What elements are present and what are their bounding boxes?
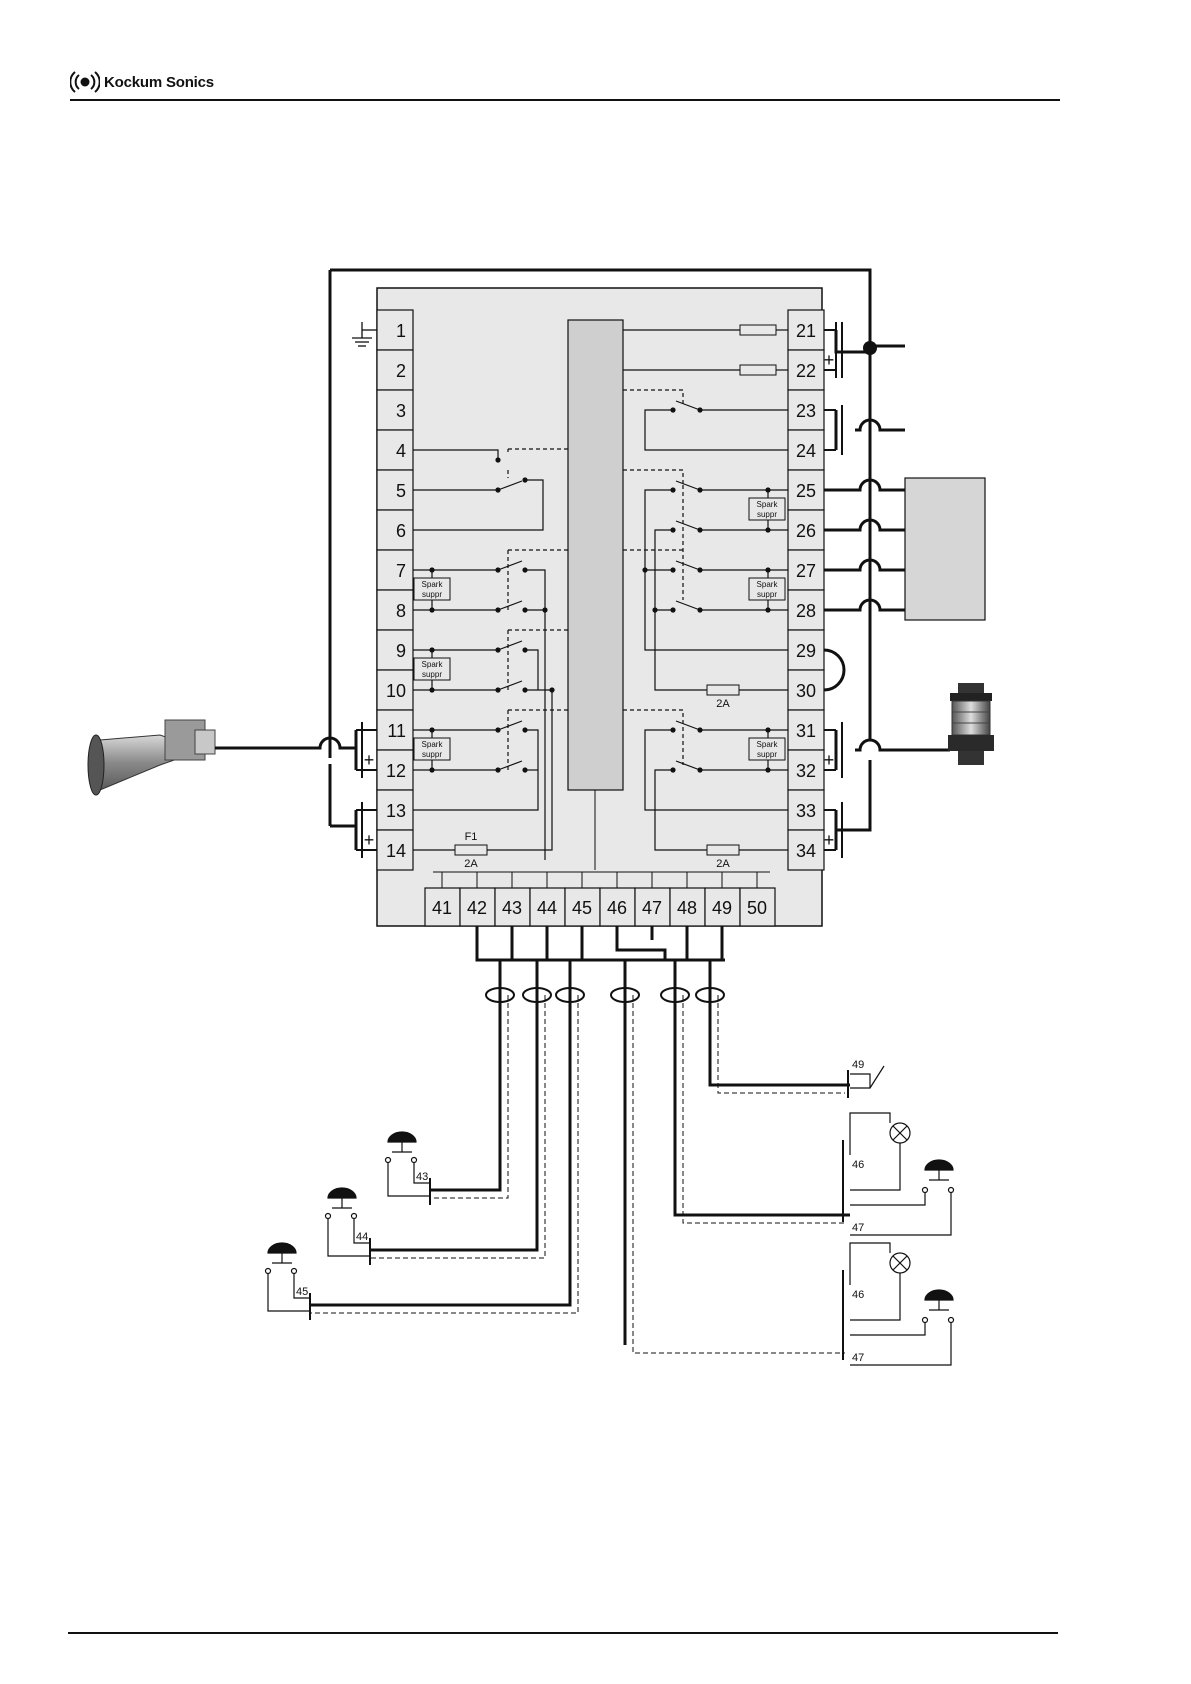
terminal-45: 45 [572,898,592,918]
svg-text:Spark: Spark [422,580,444,589]
svg-text:49: 49 [852,1059,864,1071]
external-device-box [905,478,985,620]
svg-text:Spark: Spark [757,740,779,749]
bottom-terminal-strip: 41 42 43 44 45 46 47 48 49 50 [425,888,775,926]
terminal-6: 6 [396,521,406,541]
svg-text:F1: F1 [465,831,478,843]
svg-text:suppr: suppr [757,750,777,759]
terminal-31: 31 [796,721,816,741]
terminal-34: 34 [796,841,816,861]
left-terminal-strip: 1 2 3 4 5 6 7 8 9 10 11 12 13 14 [377,310,413,870]
terminal-22: 22 [796,361,816,381]
push-button-44 [326,1188,371,1265]
plus-sign-34: + [824,830,835,850]
push-button-43 [386,1132,431,1205]
field-shields [310,995,845,1353]
plus-sign-14: + [364,830,375,850]
spark-suppressor-right-3: Spark suppr [749,738,785,760]
svg-text:2A: 2A [716,698,730,710]
right-connector-pins [824,322,842,858]
terminal-11: 11 [387,721,406,741]
push-button-44-label: 44 [356,1231,368,1243]
bottom-cable-bundle [477,926,725,960]
svg-text:suppr: suppr [422,750,442,759]
terminal-14: 14 [386,841,406,861]
plus-sign-12: + [364,750,375,770]
svg-text:Spark: Spark [757,580,779,589]
terminal-42: 42 [467,898,487,918]
terminal-25: 25 [796,481,816,501]
terminal-32: 32 [796,761,816,781]
right-terminal-strip: 21 22 23 24 25 26 27 28 29 30 31 32 33 3… [788,310,824,870]
lamp-station-a [843,1113,954,1235]
push-button-45-label: 45 [296,1286,308,1298]
terminal-50: 50 [747,898,767,918]
terminal-48: 48 [677,898,697,918]
terminal-41: 41 [432,898,452,918]
terminal-46: 46 [607,898,627,918]
terminal-27: 27 [796,561,816,581]
terminal-29: 29 [796,641,816,661]
svg-text:suppr: suppr [757,510,777,519]
lamp-station-a-46: 46 [852,1159,864,1171]
terminal-24: 24 [796,441,816,461]
push-button-45 [266,1243,311,1320]
fuse-22 [740,365,776,375]
terminal-33: 33 [796,801,816,821]
lamp-station-b-46: 46 [852,1289,864,1301]
fuse-21 [740,325,776,335]
terminal-49: 49 [712,898,732,918]
terminal-28: 28 [796,601,816,621]
beacon-lamp-icon [948,683,994,765]
svg-text:2A: 2A [464,858,478,870]
lamp-station-a-47: 47 [852,1222,864,1234]
lamp-station-b-47: 47 [852,1352,864,1364]
controller-module [568,320,623,790]
terminal-23: 23 [796,401,816,421]
terminal-26: 26 [796,521,816,541]
horn-icon [88,720,215,795]
terminal-43: 43 [502,898,522,918]
spark-suppressor-left-2: Spark suppr [414,658,450,680]
ground-icon [352,322,377,346]
terminal-47: 47 [642,898,662,918]
left-external-wiring [215,730,356,850]
terminal-3: 3 [396,401,406,421]
cable-glands [486,988,724,1002]
push-button-43-label: 43 [416,1171,428,1183]
spark-suppressor-left-1: Spark suppr [414,578,450,600]
lamp-station-b [843,1243,954,1365]
terminal-21: 21 [796,321,816,341]
terminal-44: 44 [537,898,557,918]
svg-text:suppr: suppr [757,590,777,599]
svg-text:Spark: Spark [422,740,444,749]
terminal-30: 30 [796,681,816,701]
terminal-7: 7 [396,561,406,581]
junction-dot [863,341,877,355]
plus-sign-32: + [824,750,835,770]
plus-sign-22: + [824,350,835,370]
spark-suppressor-left-3: Spark suppr [414,738,450,760]
terminal-13: 13 [386,801,406,821]
field-wiring [310,960,850,1345]
terminal-2: 2 [396,361,406,381]
svg-text:suppr: suppr [422,670,442,679]
terminal-8: 8 [396,601,406,621]
terminal-12: 12 [386,761,406,781]
terminal-10: 10 [386,681,406,701]
switch-49: 49 [848,1059,884,1098]
svg-text:Spark: Spark [757,500,779,509]
svg-text:suppr: suppr [422,590,442,599]
terminal-4: 4 [396,441,406,461]
svg-text:2A: 2A [716,858,730,870]
terminal-1: 1 [396,321,406,341]
spark-suppressor-right-2: Spark suppr [749,578,785,600]
spark-suppressor-right-1: Spark suppr [749,498,785,520]
terminal-9: 9 [396,641,406,661]
terminal-5: 5 [396,481,406,501]
svg-text:Spark: Spark [422,660,444,669]
